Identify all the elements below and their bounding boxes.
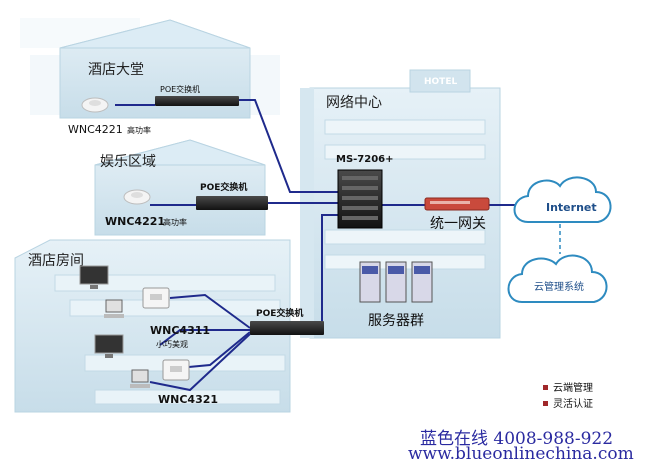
ap-entertainment-model: WNC4221 bbox=[105, 215, 165, 228]
legend-label-2: 灵活认证 bbox=[553, 397, 593, 410]
ap-room-2: WNC4321 bbox=[158, 359, 218, 406]
tv-room-1 bbox=[79, 265, 109, 289]
legend-label-1: 云端管理 bbox=[553, 381, 593, 394]
zone-label-rooms: 酒店房间 bbox=[28, 253, 84, 269]
footer-hotline: 蓝色在线 4008-988-922 bbox=[420, 429, 614, 449]
footer-website: www.blueonlinechina.com bbox=[408, 444, 634, 464]
ap-room-1-model: WNC4311 bbox=[150, 324, 210, 337]
server-group: 服务器群 bbox=[359, 261, 433, 329]
poe-switch-rooms-label: POE交换机 bbox=[256, 307, 303, 319]
ap-entertainment: WNC4221 高功率 bbox=[105, 189, 187, 228]
ap-room-1-note: 小巧美观 bbox=[156, 339, 188, 349]
internet-cloud: Internet bbox=[513, 176, 612, 223]
cloud-mgmt-label: 云管理系统 bbox=[534, 280, 584, 293]
core-switch-label: MS-7206+ bbox=[336, 154, 394, 165]
poe-switch-lobby: POE交换机 bbox=[155, 84, 239, 106]
cloud-mgmt-cloud: 云管理系统 bbox=[507, 254, 608, 303]
ap-lobby: WNC4221 高功率 bbox=[68, 97, 151, 136]
zone-label-network-center: 网络中心 bbox=[326, 95, 382, 111]
ap-room-2-model: WNC4321 bbox=[158, 393, 218, 406]
poe-switch-lobby-label: POE交换机 bbox=[160, 84, 200, 94]
core-switch: MS-7206+ bbox=[336, 154, 394, 229]
legend-marker-2 bbox=[543, 401, 548, 406]
pc-room-1 bbox=[104, 299, 124, 318]
poe-switch-rooms: POE交换机 bbox=[250, 307, 324, 335]
server-group-label: 服务器群 bbox=[368, 313, 424, 329]
legend-marker-1 bbox=[543, 385, 548, 390]
ap-entertainment-note: 高功率 bbox=[163, 217, 187, 227]
pc-room-2 bbox=[130, 369, 150, 388]
ap-room-1: WNC4311 小巧美观 bbox=[142, 287, 210, 349]
legend: 云端管理 灵活认证 bbox=[543, 381, 593, 410]
gateway-label: 统一网关 bbox=[430, 216, 486, 232]
poe-switch-entertainment-label: POE交换机 bbox=[200, 181, 247, 193]
ap-lobby-model: WNC4221 bbox=[68, 123, 123, 136]
tv-room-2 bbox=[94, 334, 124, 358]
poe-switch-entertainment: POE交换机 bbox=[196, 181, 268, 210]
zone-label-entertainment: 娱乐区域 bbox=[100, 154, 156, 170]
internet-label: Internet bbox=[546, 201, 597, 214]
ap-lobby-note: 高功率 bbox=[127, 125, 151, 135]
lobby-building bbox=[59, 19, 251, 119]
building-sign: HOTEL bbox=[424, 77, 457, 87]
zone-label-lobby: 酒店大堂 bbox=[88, 62, 144, 78]
gateway: 统一网关 bbox=[424, 197, 490, 232]
